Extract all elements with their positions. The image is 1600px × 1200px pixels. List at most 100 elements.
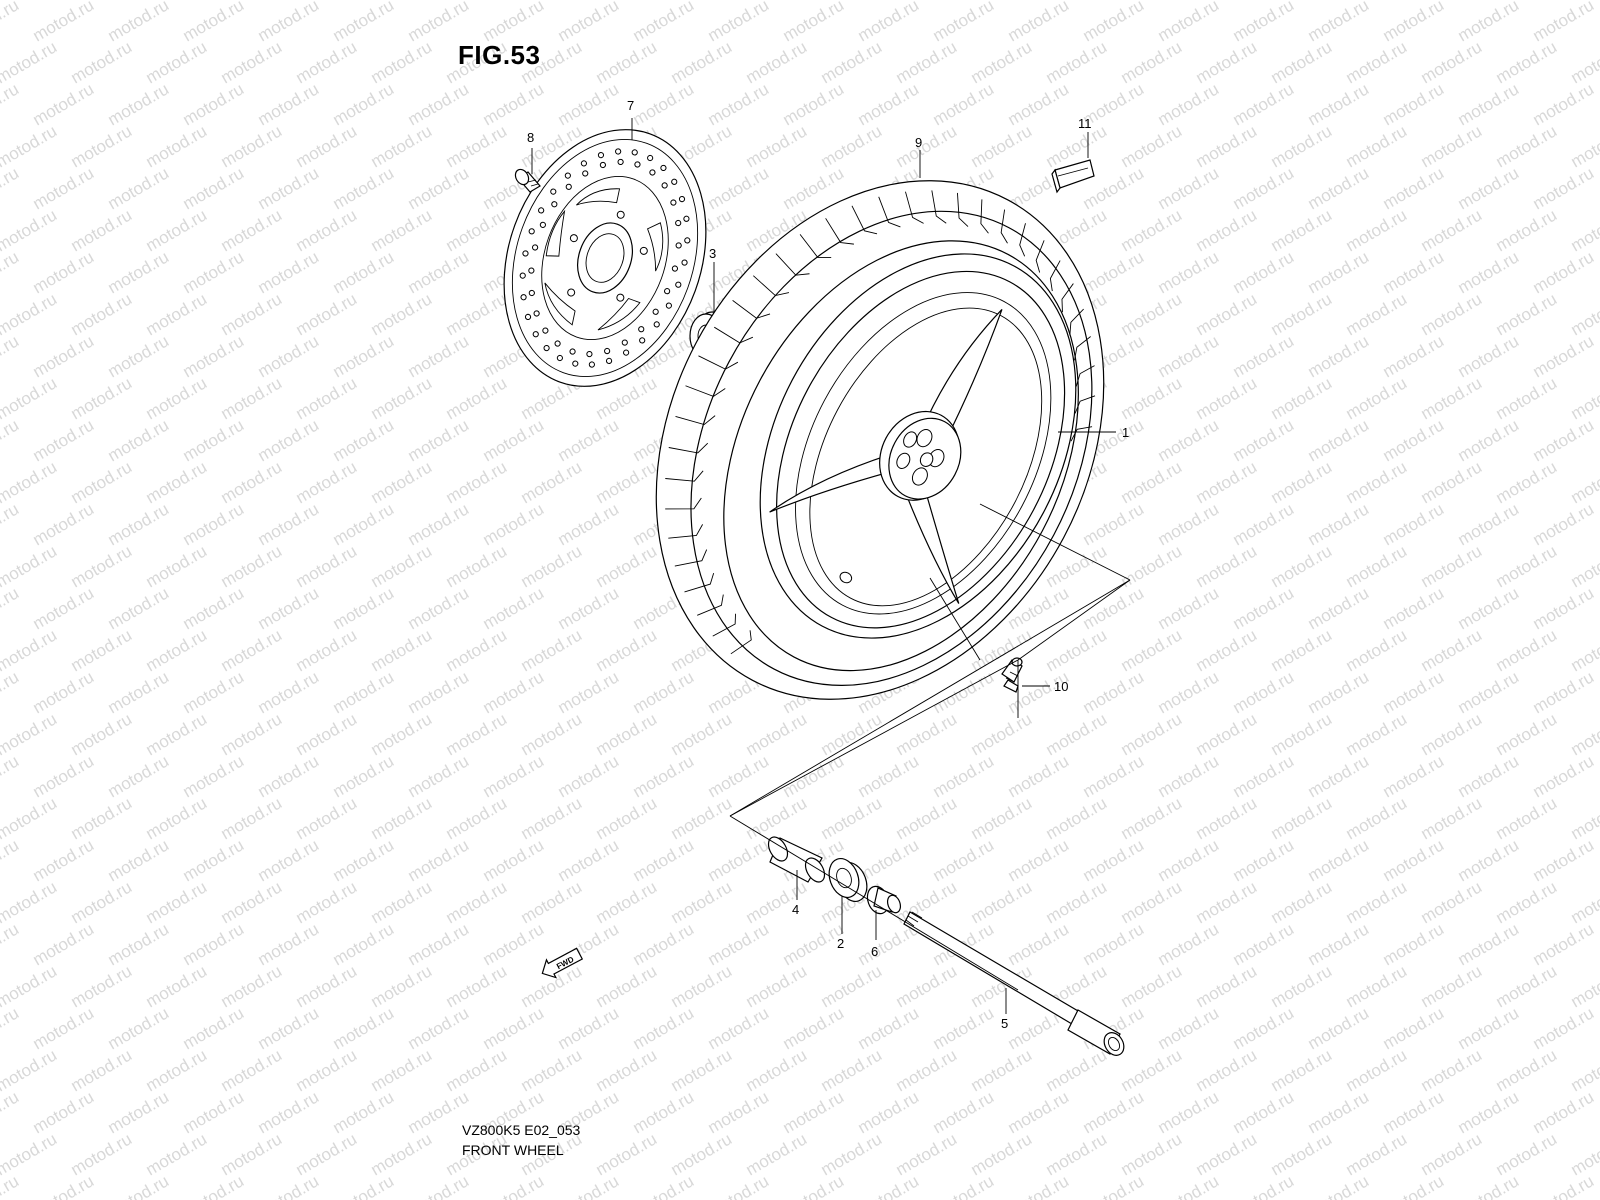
callout-5: 5: [1001, 1016, 1008, 1031]
callout-8: 8: [527, 130, 534, 145]
tread-block: [1069, 308, 1084, 336]
disc-vent-hole: [661, 182, 668, 189]
disc-vent-hole: [565, 183, 572, 190]
disc-vent-hole: [604, 347, 611, 355]
tread-block: [712, 613, 736, 637]
disc-vent-hole: [605, 357, 613, 364]
callout-7: 7: [627, 98, 634, 113]
tread-block: [697, 594, 724, 616]
disc-vent-hole: [539, 221, 546, 228]
balancer-weight: [1051, 159, 1095, 194]
disc-vent-hole: [551, 201, 558, 208]
disc-vent-hole: [569, 348, 576, 355]
tread-block: [675, 415, 716, 426]
tread-block: [905, 191, 924, 224]
callout-2: 2: [837, 936, 844, 951]
disc-vent-hole: [528, 289, 535, 297]
disc-vent-hole: [683, 215, 690, 222]
tread-block: [1075, 365, 1095, 387]
disc-vent-hole: [647, 154, 654, 162]
tread-block: [1035, 240, 1045, 273]
disc-vent-hole: [675, 219, 682, 227]
figure-code: VZ800K5 E02_053: [462, 1122, 581, 1138]
tread-block: [668, 442, 709, 454]
disc-vent-hole: [639, 337, 646, 344]
disc-vent-hole: [681, 259, 688, 266]
tread-block: [714, 326, 754, 344]
disc-vent-hole: [538, 207, 545, 214]
brake-disc: [503, 129, 707, 387]
tread-block: [825, 218, 854, 245]
tread-block: [684, 572, 715, 593]
figure-name: FRONT WHEEL: [462, 1142, 564, 1158]
callout-4: 4: [792, 902, 799, 917]
disc-vent-hole: [675, 281, 682, 288]
callout-6: 6: [871, 944, 878, 959]
fwd-arrow: FWD: [541, 947, 584, 979]
disc-vent-hole: [519, 272, 526, 279]
disc-vent-hole: [564, 172, 571, 179]
front-rim: [759, 253, 1077, 639]
figure-title: FIG.53: [458, 40, 541, 70]
tread-block: [980, 199, 989, 234]
disc-vent-hole: [528, 267, 535, 274]
tread-block: [1074, 336, 1091, 361]
disc-vent-hole: [634, 161, 641, 168]
disc-vent-hole: [617, 158, 624, 166]
disc-vent-hole: [660, 164, 667, 172]
assembly-lines: [729, 503, 1131, 991]
disc-vent-hole: [520, 294, 527, 301]
disc-vent-hole: [524, 313, 532, 321]
disc-vent-hole: [532, 331, 539, 338]
disc-vent-hole: [638, 326, 645, 333]
tread-block: [1070, 426, 1093, 442]
disc-vent-hole: [531, 244, 539, 251]
disc-vent-hole: [554, 340, 561, 347]
disc-vent-hole: [623, 349, 630, 356]
tread-block: [775, 253, 810, 276]
disc-vent-hole: [671, 178, 678, 185]
disc-vent-hole: [580, 160, 587, 167]
disc-bolt: [514, 168, 541, 193]
disc-vent-hole: [586, 350, 593, 358]
wheel-spacer: [767, 836, 826, 883]
disc-vent-hole: [543, 344, 550, 352]
tread-block: [1049, 260, 1061, 292]
disc-vent-hole: [528, 228, 535, 235]
tread-block: [753, 275, 790, 297]
tread-block: [665, 470, 704, 482]
disc-vent-hole: [678, 195, 686, 203]
callout-3: 3: [709, 246, 716, 261]
disc-vent-hole: [599, 161, 606, 169]
disc-vent-hole: [597, 152, 605, 159]
tread-block: [957, 192, 969, 227]
tread-block: [1000, 209, 1008, 244]
disc-vent-hole: [582, 170, 589, 177]
tread-block: [668, 524, 704, 539]
front-axle: [903, 911, 1125, 1056]
tread-block: [665, 497, 702, 510]
callout-labels: 7 8 3 9 11 1 10 4 2 6 5: [527, 98, 1129, 1031]
callout-1: 1: [1122, 425, 1129, 440]
disc-vent-hole: [556, 354, 563, 362]
tread-block: [685, 385, 726, 397]
disc-vent-hole: [665, 302, 672, 309]
disc-vent-hole: [621, 339, 628, 346]
disc-vent-hole: [684, 237, 691, 244]
disc-vent-hole: [649, 169, 656, 176]
leader-lines: [531, 118, 1116, 1014]
tread-block: [732, 299, 771, 319]
tread-block: [1061, 283, 1074, 313]
disc-vent-hole: [631, 149, 638, 156]
disc-vent-hole: [588, 361, 595, 368]
tread-block: [674, 549, 708, 567]
tread-block: [1074, 395, 1096, 414]
disc-vent-hole: [533, 310, 540, 317]
wheel-bearing-right: [828, 858, 868, 902]
callout-9: 9: [915, 135, 922, 150]
disc-vent-hole: [572, 360, 579, 367]
tread-block: [799, 234, 832, 258]
disc-vent-hole: [550, 188, 557, 195]
disc-vent-hole: [542, 327, 549, 334]
